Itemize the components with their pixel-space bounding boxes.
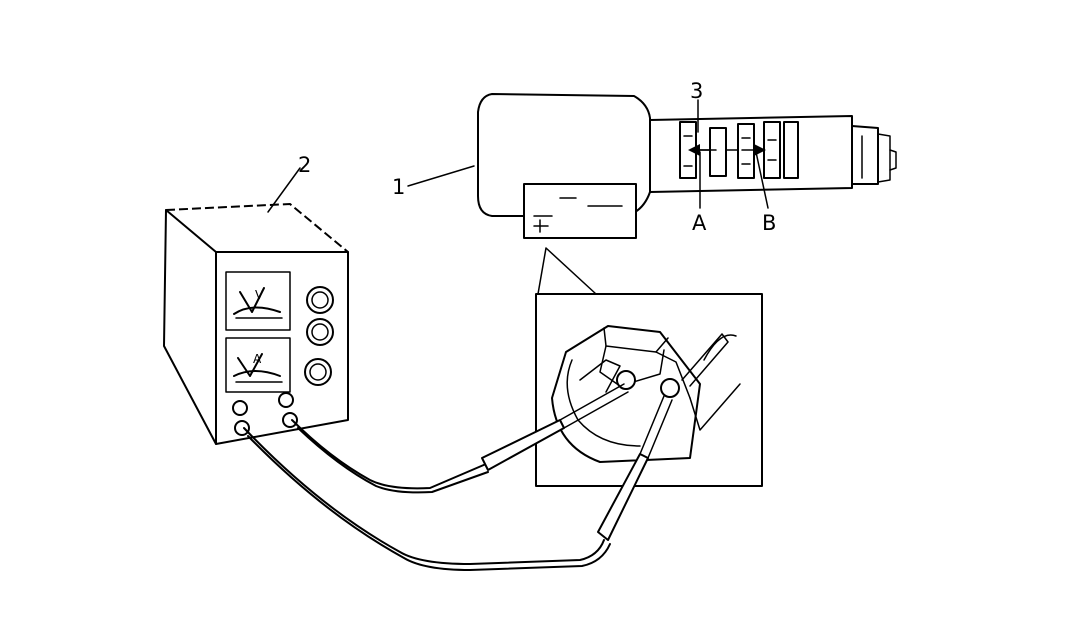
terminal-icon — [232, 392, 298, 436]
label-a: A — [692, 211, 707, 235]
label-2: 2 — [298, 153, 311, 177]
voltmeter-frame — [225, 271, 291, 331]
solenoid-connector — [523, 183, 637, 239]
flow-arrow-b-icon — [754, 144, 766, 156]
detail-inset — [535, 247, 763, 487]
label-3: 3 — [690, 79, 703, 103]
ammeter-frame — [225, 337, 291, 393]
flow-arrow-a-icon — [688, 144, 700, 156]
solenoid-valve — [407, 93, 897, 239]
adjust-knob-icon — [304, 286, 334, 386]
spool — [679, 121, 799, 179]
voltmeter: V — [233, 287, 283, 319]
test-lead-black — [243, 395, 673, 571]
ammeter-label: A — [253, 352, 262, 366]
leader-line-b — [755, 151, 769, 209]
leader-line-1 — [407, 165, 475, 187]
label-b: B — [762, 211, 776, 235]
power-supply: V A — [163, 167, 349, 445]
test-lead-red — [291, 383, 629, 494]
voltmeter-label: V — [255, 288, 264, 302]
leader-line-2 — [267, 167, 301, 213]
label-1: 1 — [392, 175, 405, 199]
ammeter: A — [233, 352, 283, 383]
